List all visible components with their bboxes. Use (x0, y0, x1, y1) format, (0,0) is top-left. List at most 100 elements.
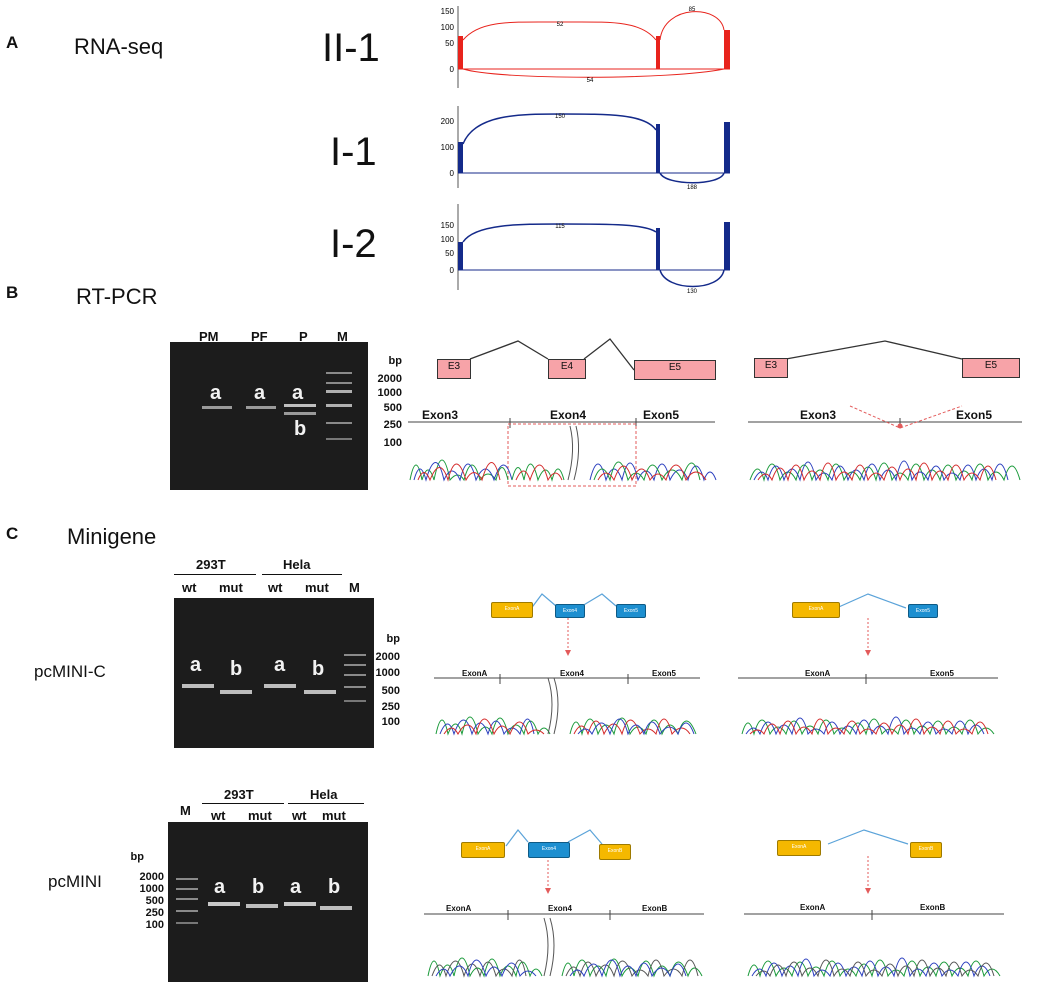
panel-a-title: RNA-seq (74, 34, 164, 59)
junction-count: 130 (687, 289, 698, 294)
junction-count: 188 (687, 185, 698, 191)
band-label: a (190, 654, 202, 676)
band-label: a (254, 382, 266, 404)
chromatogram-trace (749, 460, 1021, 482)
coverage-peak (724, 30, 730, 69)
sashimi-track-ii1: 150 100 50 0 52 85 54 (441, 6, 730, 88)
gel-band (202, 406, 232, 409)
junction-count: 150 (555, 114, 566, 120)
ladder-value: 100 (381, 716, 400, 728)
underline (262, 574, 342, 575)
gel-band (284, 902, 316, 906)
seq-label: Exon4 (560, 669, 585, 678)
ladder-band (344, 686, 366, 688)
tick-label: 0 (450, 65, 455, 74)
ladder-value: 500 (145, 895, 164, 907)
junction-arc (462, 113, 657, 145)
ladder-band (326, 422, 352, 424)
lane-label: wt (268, 580, 283, 595)
ladder-band (326, 390, 352, 393)
band-label: a (214, 876, 226, 898)
seq-label: Exon5 (956, 408, 993, 422)
sample-label-ii1: II-1 (322, 26, 380, 70)
panel-c-letter: C (6, 524, 19, 543)
gel-image-pcmini-c: a b a b (174, 598, 374, 748)
junction-arc (659, 172, 725, 184)
coverage-peak (458, 36, 463, 69)
junction-count: 115 (555, 224, 565, 230)
band-label: a (274, 654, 286, 676)
cell-line-label: Hela (310, 787, 338, 802)
splice-diagram-skip (748, 340, 1022, 482)
ladder-value: 500 (381, 685, 400, 697)
panel-a-letter: A (6, 33, 19, 52)
minigene-diagram-pcmini-c-skip (738, 593, 998, 736)
exon-box-exona: ExonA (792, 602, 840, 618)
tick-label: 100 (441, 235, 455, 244)
panel-b-title: RT-PCR (76, 284, 158, 309)
underline (202, 803, 284, 804)
ladder-band (176, 878, 198, 880)
chromatogram-trace (741, 716, 995, 736)
seq-label: Exon5 (643, 408, 680, 422)
band-label: b (230, 658, 243, 680)
ladder-band (344, 664, 366, 666)
tick-label: 0 (450, 266, 455, 275)
exon-box-exona: ExonA (461, 842, 505, 858)
junction-arc (462, 68, 725, 78)
junction-count: 54 (587, 78, 594, 84)
lane-label: wt (292, 808, 307, 823)
ladder-band (326, 438, 352, 440)
ladder-band (176, 888, 198, 890)
junction-arc (659, 269, 725, 288)
ladder-value: 1000 (375, 667, 400, 679)
seq-label: Exon4 (548, 904, 573, 913)
gel-band (284, 404, 316, 407)
tick-label: 100 (441, 143, 455, 152)
gel-band (304, 690, 336, 694)
exon-box-exona: ExonA (491, 602, 533, 618)
gel-band (182, 684, 214, 688)
bp-label: bp (388, 355, 402, 367)
tick-label: 200 (441, 117, 455, 126)
gel-band (264, 684, 296, 688)
ladder-value: 1000 (139, 883, 164, 895)
ladder-band (326, 372, 352, 374)
exon-box-exona: ExonA (777, 840, 821, 856)
bp-label: bp (130, 851, 144, 863)
ladder-value: 250 (145, 907, 164, 919)
seq-label: Exon5 (930, 669, 955, 678)
gel-band (246, 904, 278, 908)
sample-label-i1: I-1 (330, 130, 377, 174)
seq-label: ExonB (920, 903, 946, 912)
ladder-band (176, 910, 198, 912)
seq-label: ExonA (805, 669, 831, 678)
junction-arc (462, 21, 657, 41)
exon-box-exon5: Exon5 (908, 604, 938, 618)
coverage-peak (724, 222, 730, 270)
ladder-value: 2000 (139, 871, 164, 883)
ladder-band (344, 674, 366, 676)
minigene-diagram-pcmini-skip (744, 829, 1004, 978)
ladder-value: 250 (381, 701, 400, 713)
lane-label: mut (322, 808, 346, 823)
ladder-value: 250 (383, 419, 402, 431)
gel-band (208, 902, 240, 906)
chromatogram-trace (409, 425, 717, 482)
band-label: b (294, 418, 307, 440)
exon-box-e5: E5 (634, 360, 716, 380)
lane-label: PF (251, 329, 268, 344)
seq-label: Exon4 (550, 408, 587, 422)
exon-box-exonb: ExonB (599, 844, 631, 860)
band-label: a (292, 382, 304, 404)
junction-arc (462, 223, 657, 243)
coverage-peak (656, 36, 660, 69)
minigene-diagram-pcmini-normal (424, 829, 704, 978)
band-label: a (290, 876, 302, 898)
exon-box-e3: E3 (754, 358, 788, 378)
chromatogram-trace (435, 677, 697, 736)
underline (174, 574, 256, 575)
ladder-value: 500 (383, 402, 402, 414)
lane-label: wt (182, 580, 197, 595)
gel-image-pcmini: a b a b (168, 822, 368, 982)
